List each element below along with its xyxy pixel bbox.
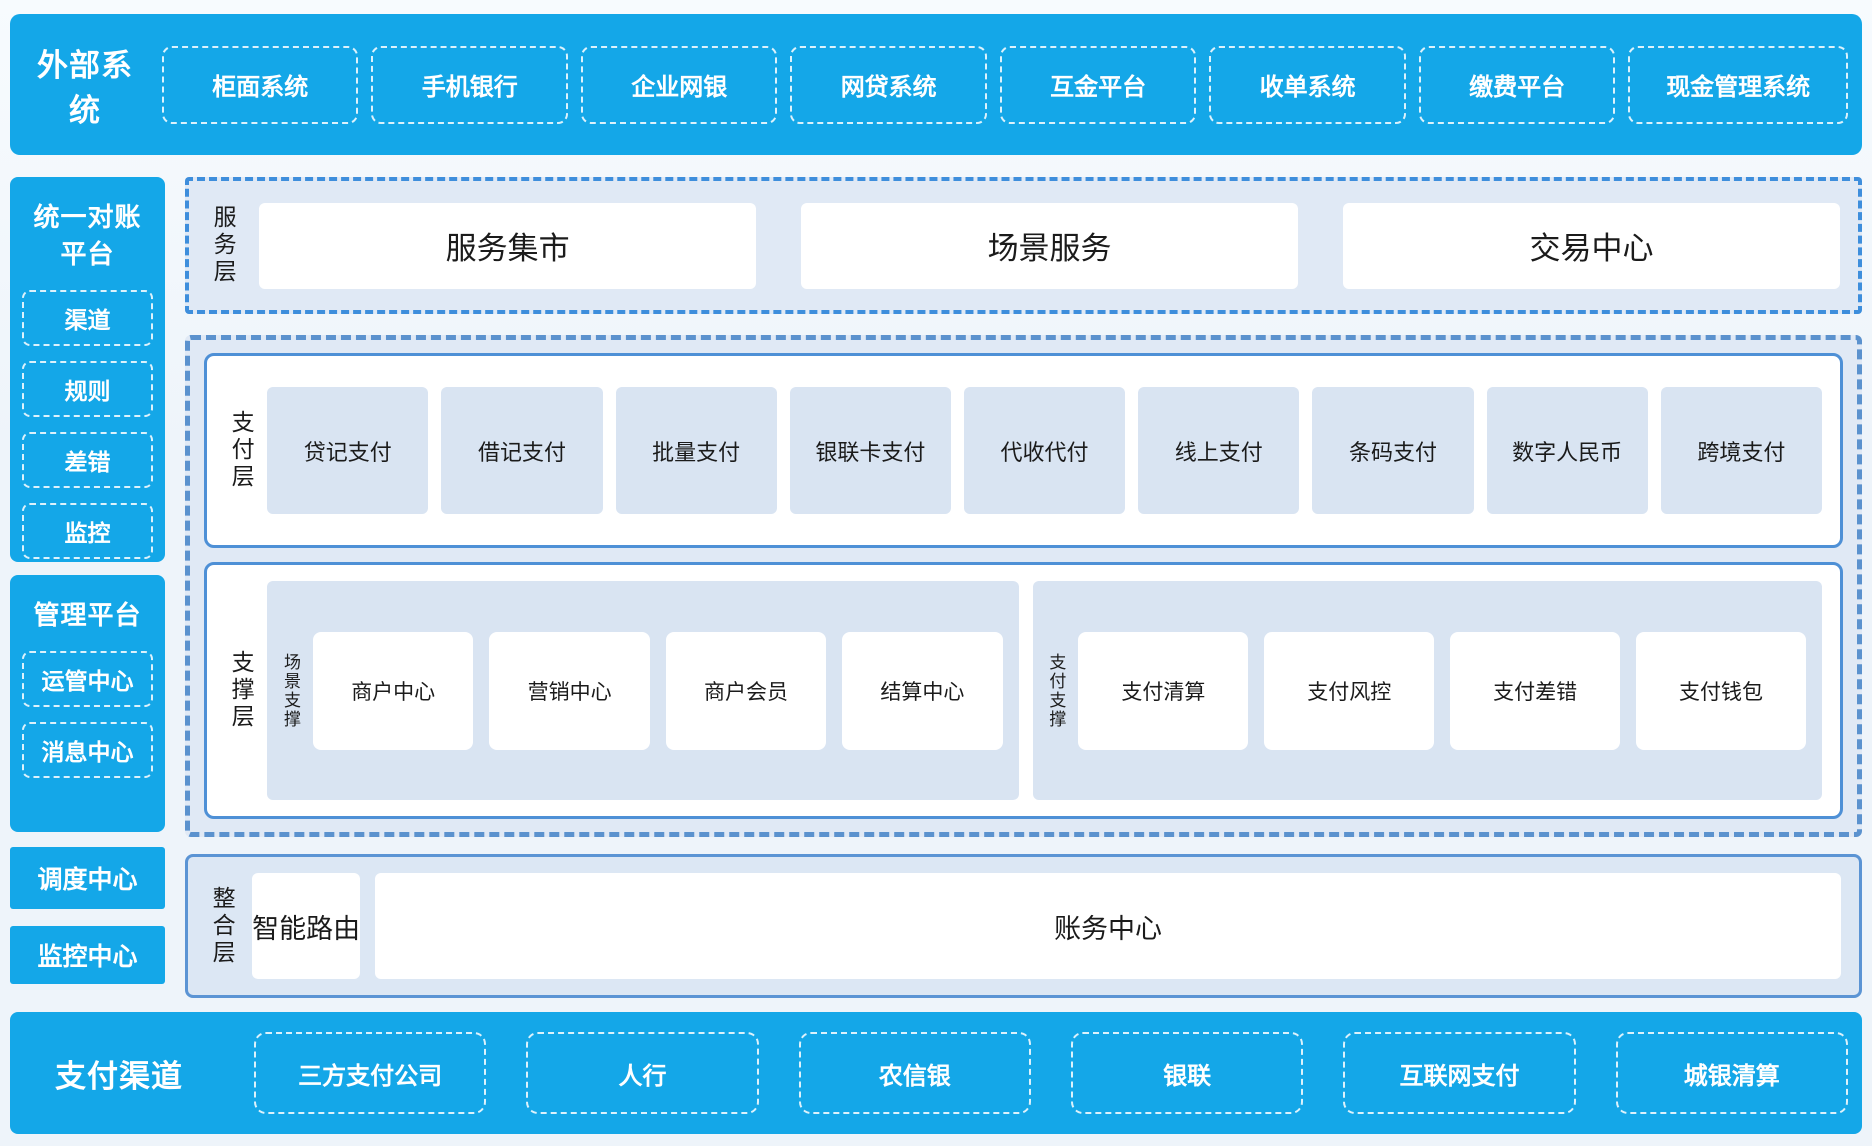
external-system-node: 缴费平台 (1418, 45, 1616, 124)
external-system-node: 收单系统 (1209, 45, 1406, 124)
payment-channels-list: 三方支付公司 人行 农信银 银联 互联网支付 城银清算 (254, 1012, 1848, 1134)
middle-area: 统一对账平台 渠道 规则 差错 监控 管理平台 (10, 177, 1862, 999)
integration-layer-label: 整合层 (209, 885, 236, 967)
payment-capability-frame: 支付层 贷记支付 借记支付 批量支付 银联卡支付 代收代付 (185, 335, 1862, 837)
payment-support-group: 支付支撑 支付清算 支付风控 支付差错 支付钱包 (1032, 581, 1822, 800)
management-node: 运管中心 (22, 651, 153, 707)
payment-node: 代收代付 (963, 387, 1126, 514)
reconciliation-node: 渠道 (22, 290, 153, 346)
integration-layer-nodes: 智能路由 账务中心 (252, 873, 1841, 979)
scene-support-node: 结算中心 (842, 631, 1003, 750)
payment-support-node: 支付风控 (1264, 631, 1435, 750)
payment-support-node: 支付清算 (1078, 631, 1249, 750)
scene-support-node: 营销中心 (489, 631, 650, 750)
external-system-node: 网贷系统 (790, 45, 987, 124)
service-layer-nodes: 服务集市 场景服务 交易中心 (259, 191, 1840, 300)
external-system-node: 柜面系统 (162, 45, 359, 124)
payment-channel-node: 银联 (1070, 1032, 1304, 1114)
payment-support-nodes: 支付清算 支付风控 支付差错 支付钱包 (1078, 631, 1806, 750)
payment-node: 数字人民币 (1486, 387, 1648, 514)
reconciliation-node: 差错 (22, 432, 153, 488)
payment-node: 借记支付 (441, 387, 603, 514)
reconciliation-node: 规则 (22, 361, 153, 417)
payment-node: 银联卡支付 (789, 387, 951, 514)
payment-channel-node: 农信银 (798, 1032, 1031, 1114)
payment-support-node: 支付差错 (1450, 631, 1621, 750)
service-node: 服务集市 (259, 202, 757, 289)
payment-channel-node: 人行 (526, 1032, 759, 1114)
external-systems-title: 外部系统 (37, 47, 133, 128)
reconciliation-platform-block: 统一对账平台 渠道 规则 差错 监控 (10, 177, 165, 562)
management-node: 消息中心 (22, 722, 153, 778)
payment-node: 线上支付 (1138, 387, 1300, 514)
reconciliation-platform-title: 统一对账平台 (33, 202, 142, 269)
service-node: 场景服务 (801, 202, 1299, 289)
payment-layer-nodes: 贷记支付 借记支付 批量支付 银联卡支付 代收代付 线上支付 条码支付 (267, 387, 1822, 514)
payment-channel-node: 互联网支付 (1343, 1032, 1576, 1114)
scene-support-group: 场景支撑 商户中心 营销中心 商户会员 结算中心 (267, 581, 1019, 800)
integration-layer-panel: 整合层 智能路由 账务中心 (185, 854, 1862, 998)
management-platform-title: 管理平台 (33, 600, 142, 630)
payment-channel-node: 三方支付公司 (254, 1032, 487, 1114)
payment-node: 跨境支付 (1660, 387, 1822, 514)
payment-node: 贷记支付 (267, 387, 429, 514)
payment-channels-title: 支付渠道 (55, 1058, 183, 1094)
management-platform-block: 管理平台 运管中心 消息中心 (10, 575, 165, 832)
payment-layer-panel: 支付层 贷记支付 借记支付 批量支付 银联卡支付 代收代付 (204, 353, 1843, 548)
payment-node: 批量支付 (615, 387, 777, 514)
scene-support-node: 商户会员 (665, 631, 827, 750)
payment-channel-node: 城银清算 (1615, 1032, 1848, 1114)
external-system-node: 现金管理系统 (1628, 45, 1848, 124)
main-column: 服务层 服务集市 场景服务 交易中心 支付层 (185, 177, 1862, 999)
support-groups: 场景支撑 商户中心 营销中心 商户会员 结算中心 (267, 581, 1822, 800)
service-layer-label: 服务层 (210, 205, 237, 286)
payment-support-label: 支付支撑 (1046, 652, 1066, 729)
support-layer-panel: 支撑层 场景支撑 商户中心 营销中心 商户会员 (204, 562, 1843, 819)
payment-support-node: 支付钱包 (1636, 631, 1806, 750)
reconciliation-node: 监控 (22, 503, 153, 559)
external-systems-bar: 外部系统 柜面系统 手机银行 企业网银 网贷系统 互金平台 收单系统 缴费平台 … (10, 14, 1862, 155)
support-layer-label: 支撑层 (228, 650, 255, 731)
service-layer-frame: 服务层 服务集市 场景服务 交易中心 (185, 177, 1862, 314)
payment-channels-bar: 支付渠道 三方支付公司 人行 农信银 银联 互联网支付 城银清算 (10, 1012, 1862, 1134)
integration-node: 账务中心 (375, 873, 1841, 979)
external-system-node: 互金平台 (999, 45, 1197, 124)
external-system-node: 企业网银 (580, 45, 778, 124)
external-systems-list: 柜面系统 手机银行 企业网银 网贷系统 互金平台 收单系统 缴费平台 现金管理系… (162, 14, 1848, 155)
dispatch-center-box: 调度中心 (10, 847, 165, 909)
left-column: 统一对账平台 渠道 规则 差错 监控 管理平台 (10, 177, 165, 999)
monitor-center-box: 监控中心 (10, 926, 165, 984)
payment-layer-label: 支付层 (228, 410, 255, 491)
scene-support-label: 场景支撑 (280, 652, 300, 729)
scene-support-node: 商户中心 (312, 631, 474, 750)
integration-node: 智能路由 (252, 873, 361, 979)
payment-node: 条码支付 (1312, 387, 1474, 514)
external-system-node: 手机银行 (371, 45, 568, 124)
service-node: 交易中心 (1343, 202, 1840, 289)
scene-support-nodes: 商户中心 营销中心 商户会员 结算中心 (312, 631, 1003, 750)
